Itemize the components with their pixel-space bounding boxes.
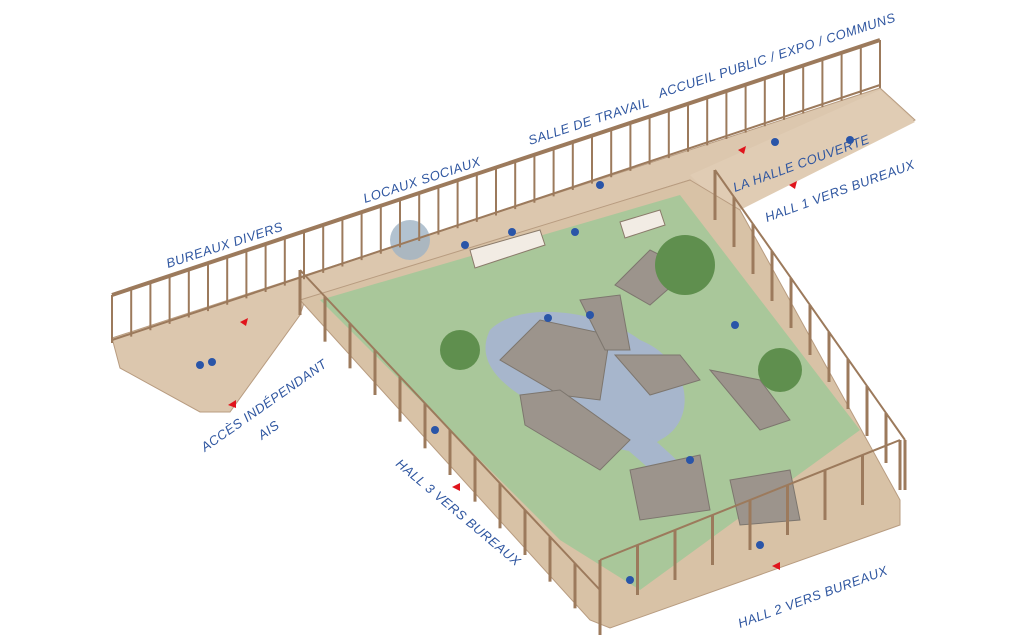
frame-member <box>299 269 601 591</box>
timber-frames <box>111 38 907 635</box>
people-figures <box>196 136 854 584</box>
table <box>619 209 666 239</box>
label-ais: AIS <box>254 417 282 443</box>
frame-member <box>599 439 901 561</box>
table <box>469 229 546 269</box>
stone-slabs <box>499 249 801 526</box>
direction-arrows <box>228 146 797 570</box>
frame-member <box>714 169 906 441</box>
halle-couverte-deck <box>690 90 915 210</box>
